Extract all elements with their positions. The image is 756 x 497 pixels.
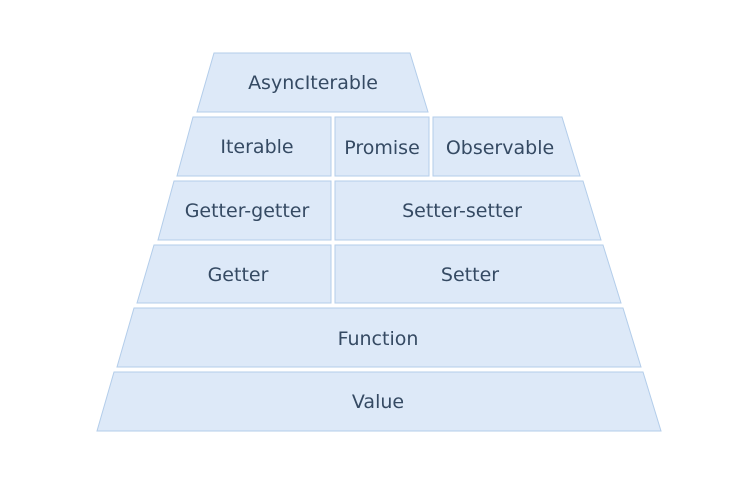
block-iterable-label: Iterable bbox=[220, 136, 293, 158]
block-setter: Setter bbox=[334, 244, 622, 304]
block-iterable-shape bbox=[176, 116, 332, 177]
block-setter-setter-shape bbox=[334, 180, 602, 241]
block-async-iterable-label: AsyncIterable bbox=[248, 72, 378, 94]
block-promise-label: Promise bbox=[344, 137, 420, 159]
block-setter-shape bbox=[334, 244, 622, 304]
block-setter-label: Setter bbox=[441, 264, 499, 286]
block-promise: Promise bbox=[334, 116, 430, 177]
block-value-label: Value bbox=[352, 391, 404, 413]
block-value-shape bbox=[96, 371, 662, 432]
block-getter-shape bbox=[136, 244, 332, 304]
block-getter: Getter bbox=[136, 244, 332, 304]
block-function: Function bbox=[116, 307, 642, 368]
block-getter-getter-shape bbox=[157, 180, 332, 241]
block-observable: Observable bbox=[432, 116, 581, 177]
block-getter-getter-label: Getter-getter bbox=[185, 200, 310, 222]
block-function-shape bbox=[116, 307, 642, 368]
block-getter-label: Getter bbox=[208, 264, 269, 286]
block-setter-setter-label: Setter-setter bbox=[402, 200, 522, 222]
block-observable-shape bbox=[432, 116, 581, 177]
block-setter-setter: Setter-setter bbox=[334, 180, 602, 241]
block-value: Value bbox=[96, 371, 662, 432]
block-observable-label: Observable bbox=[446, 137, 554, 159]
block-function-label: Function bbox=[338, 328, 419, 350]
block-getter-getter: Getter-getter bbox=[157, 180, 332, 241]
block-promise-shape bbox=[334, 116, 430, 177]
block-iterable: Iterable bbox=[176, 116, 332, 177]
block-async-iterable-shape bbox=[196, 52, 429, 113]
block-async-iterable: AsyncIterable bbox=[196, 52, 429, 113]
